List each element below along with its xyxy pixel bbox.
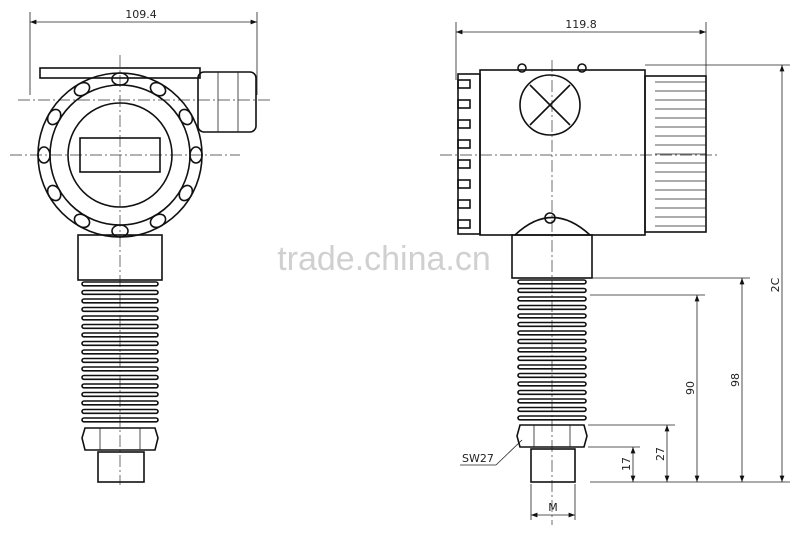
fin [517,287,587,294]
fin [517,415,587,421]
fin [81,340,159,347]
process-thread [530,448,576,483]
plug-cross-icon [529,84,571,126]
wrench-size-label: SW27 [462,452,494,465]
fin [517,296,587,302]
fin [81,391,159,398]
terminal-ribs [655,81,706,227]
leader-line [495,439,523,466]
fin [81,323,159,330]
cooling-fins [517,279,587,421]
side-view: 119.8 2C 98 90 27 [440,18,790,525]
watermark: trade.china.cn [277,240,491,278]
dimension-width-label: 109.4 [125,8,157,21]
hex-nut [516,424,588,448]
fin [517,330,587,336]
cover-lug [73,213,91,229]
fin [81,315,159,321]
thread-label: M [548,501,558,514]
cover-lug [111,72,129,86]
cover-lug [149,213,167,229]
fin [517,406,587,413]
cover-lug [46,108,62,126]
cover-rib [457,139,471,149]
fin [517,279,587,285]
neck [77,234,163,281]
fin [81,383,159,389]
cover-rib [457,219,471,229]
cover-lug [178,184,194,202]
lcd-display [79,137,161,173]
dimension-98-label: 98 [729,373,742,387]
cover-rib [457,99,471,109]
fin [517,338,587,345]
front-view: 109.4 [10,8,270,485]
cover-rib [457,119,471,129]
fin [517,304,587,311]
screw [577,63,587,73]
fin [81,366,159,372]
fin [81,349,159,355]
fin [81,289,159,296]
neck [511,234,593,279]
dimension-17-label: 17 [620,457,633,471]
dimension-27-label: 27 [654,447,667,461]
cover-lug [73,81,91,97]
cover-lugs [37,72,203,238]
cover-rib [457,179,471,189]
cover-rib [457,79,471,89]
hex-nut [81,427,159,451]
dimension-width-label: 119.8 [565,18,597,31]
process-thread [97,451,145,483]
fin [517,364,587,370]
cover-lug [189,146,203,164]
fin [81,400,159,406]
dimension-total-label: 2C [769,277,782,292]
cover-rib [457,159,471,169]
cover-lug [178,108,194,126]
cover-lug [111,224,129,238]
fin [81,306,159,313]
fin [517,313,587,319]
housing-body [479,69,646,236]
fin [517,389,587,396]
cable-entry-plug [519,74,581,136]
dimension-90-label: 90 [684,381,697,395]
screw [517,63,527,73]
fin [517,381,587,387]
fin [81,281,159,287]
fin [517,321,587,328]
fin [517,398,587,404]
lock-screw [544,212,556,224]
fin [517,372,587,379]
fin [81,417,159,423]
cover-ribs [457,79,471,229]
cooling-fins [81,281,159,423]
fin [81,298,159,304]
fin [81,357,159,364]
cable-gland [197,71,257,133]
cover-rib [457,199,471,209]
fin [81,374,159,381]
cover-lug [46,184,62,202]
cover-lug [37,146,51,164]
fin [81,332,159,338]
front-cover [457,73,481,235]
neck-boss [514,216,591,236]
cover-lug [149,81,167,97]
fin [81,408,159,415]
fin [517,347,587,353]
display-window [67,102,173,208]
fin [517,355,587,362]
